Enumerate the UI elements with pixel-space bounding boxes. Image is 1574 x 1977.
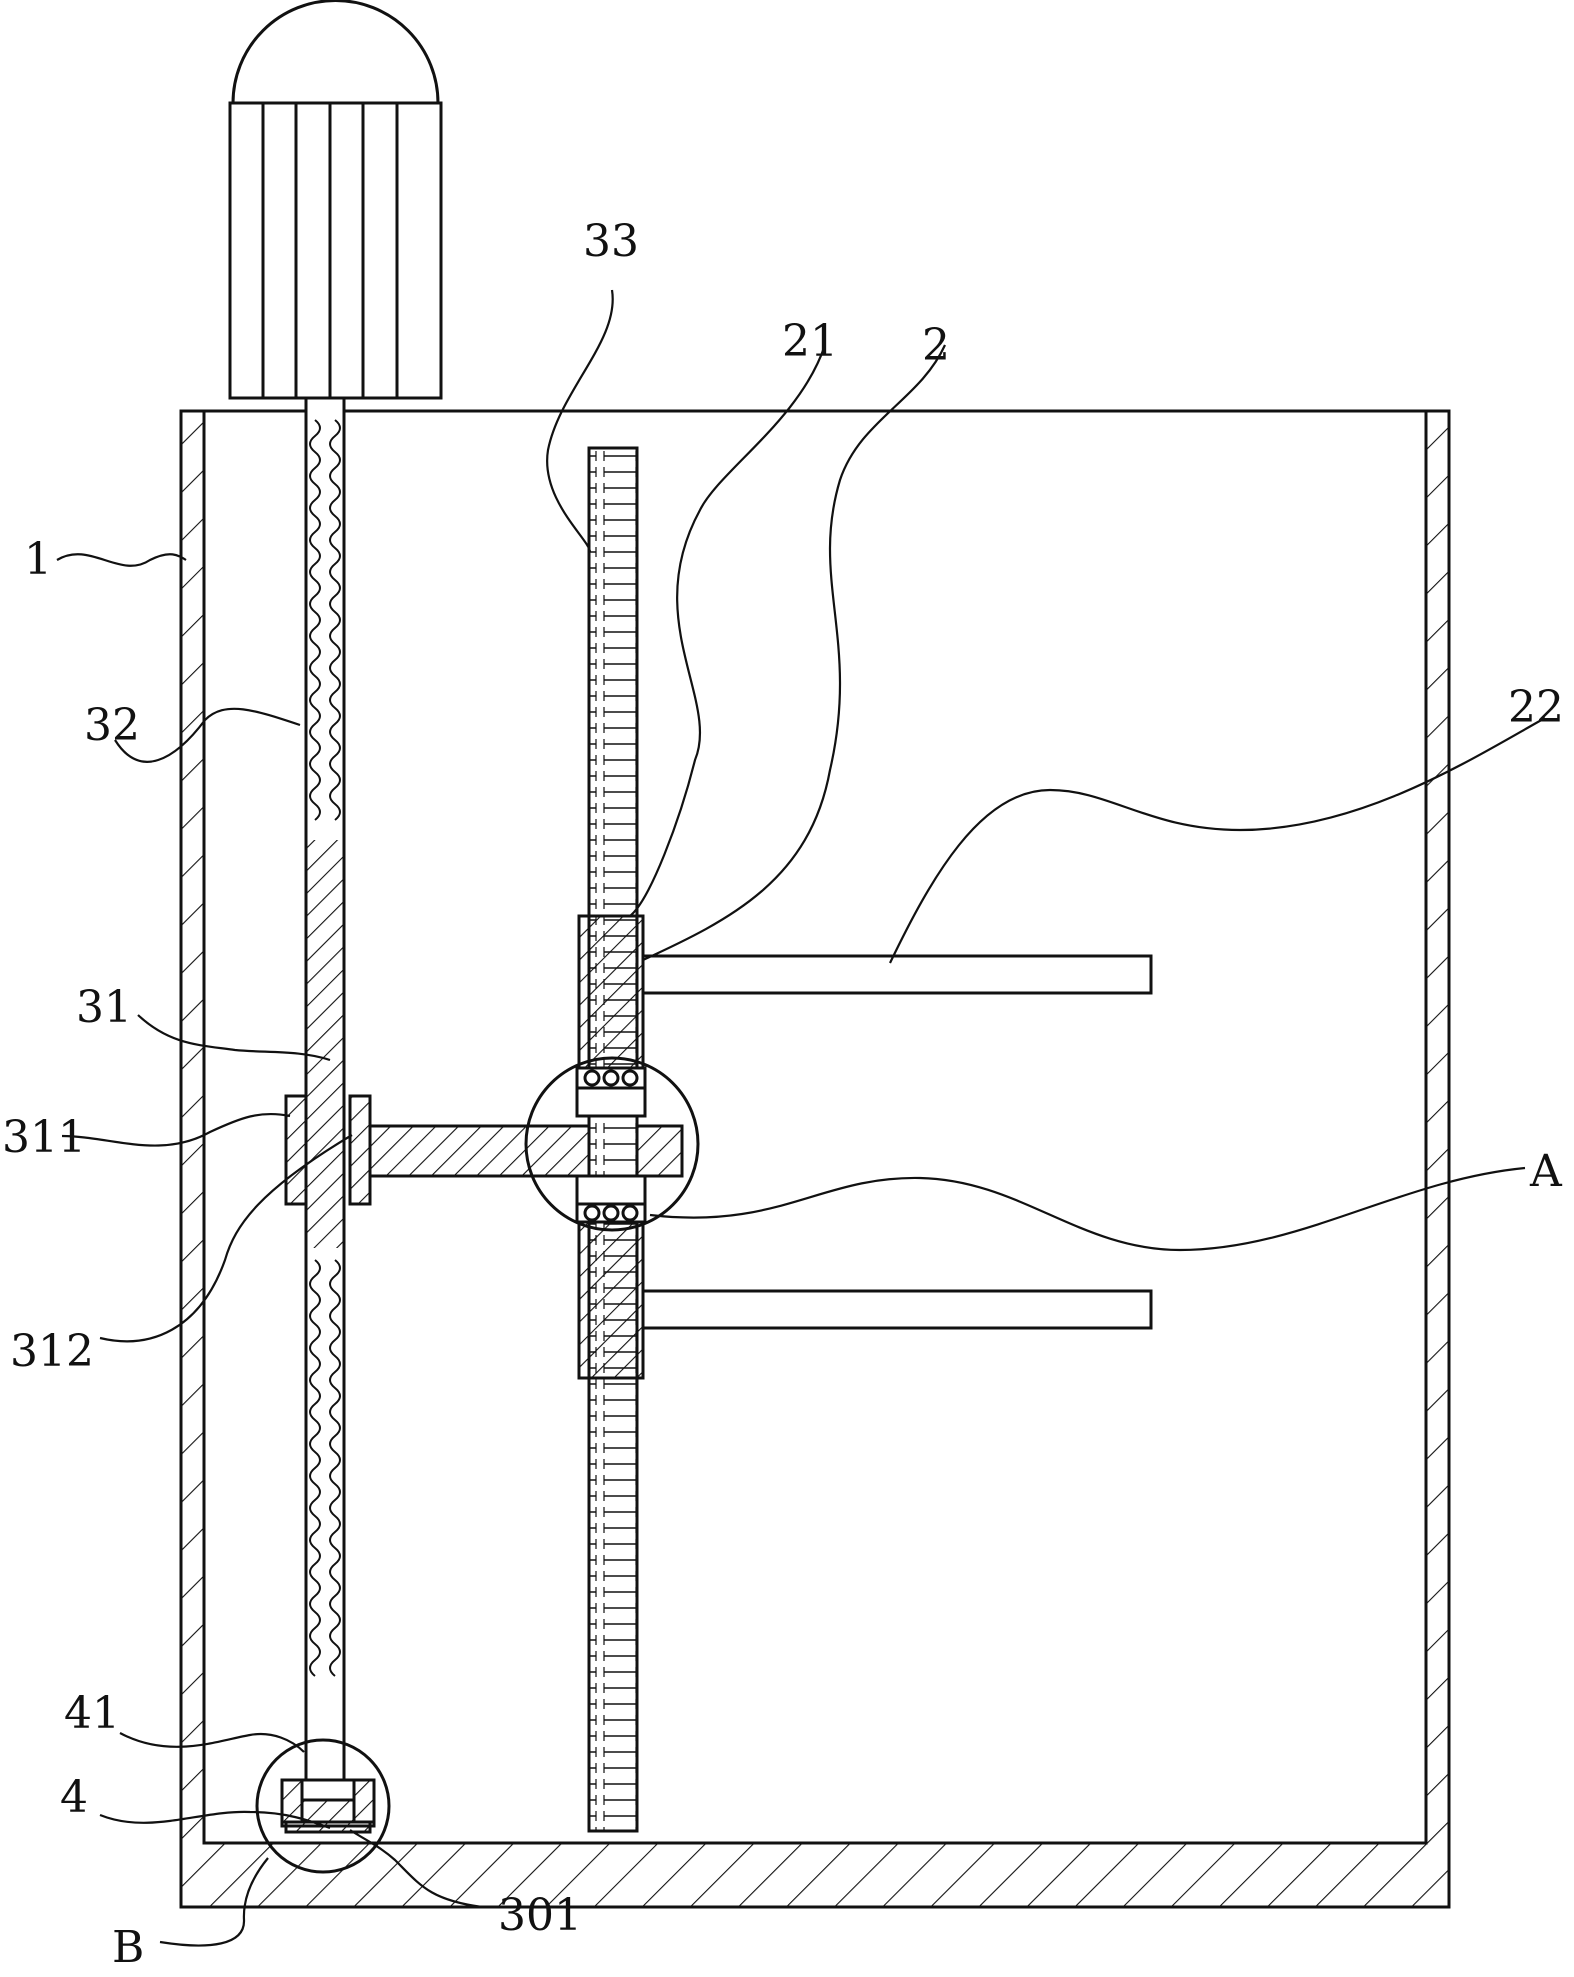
- rack: [587, 446, 639, 1833]
- bearing-seat: [280, 1778, 376, 1834]
- reference-labels: 1 32 31 311 312 33 21 2 22 A 41 4 B 301: [2, 216, 1564, 1973]
- label-connecting-rod: 312: [10, 1326, 94, 1377]
- label-bearing: 41: [64, 1688, 120, 1739]
- label-slider-block: 311: [2, 1112, 86, 1163]
- label-bearing-seat: 4: [60, 1772, 88, 1823]
- label-stirring-paddle: 22: [1508, 682, 1564, 733]
- label-housing: 1: [24, 534, 52, 585]
- shaft-sleeve: [577, 914, 645, 1380]
- label-detail-a: A: [1529, 1146, 1563, 1197]
- motor: [228, 0, 443, 400]
- leader-lines: [56, 289, 1546, 1947]
- label-detail-b: B: [112, 1922, 144, 1972]
- bearing-upper: [575, 1066, 647, 1118]
- detail-circle-b: [255, 1738, 391, 1874]
- label-slider: 31: [76, 982, 132, 1033]
- label-base-groove: 301: [498, 1890, 582, 1941]
- label-shaft-sleeve: 21: [782, 316, 838, 367]
- label-screw-rod: 32: [84, 700, 140, 751]
- label-stirring-shaft: 2: [922, 320, 950, 371]
- label-rack: 33: [583, 216, 639, 267]
- detail-circle-a: [524, 1056, 700, 1232]
- stirring-paddles: [641, 954, 1153, 1330]
- screw-rod: [304, 396, 346, 1800]
- bearing-lower: [575, 1174, 647, 1224]
